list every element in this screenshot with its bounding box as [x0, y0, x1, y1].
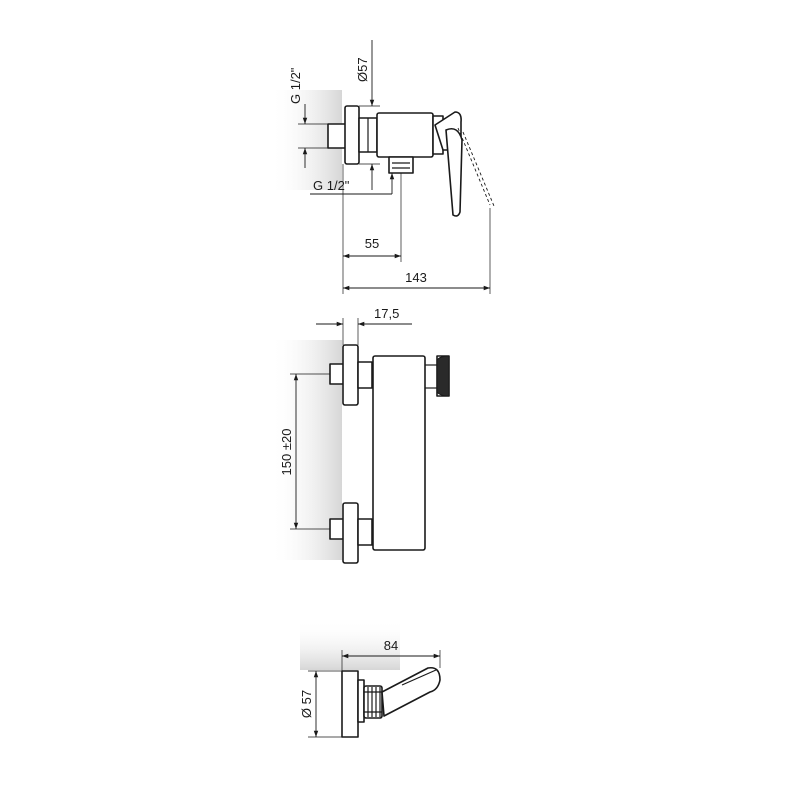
- dim-total-depth: 143: [405, 270, 427, 285]
- lever-rotation-ghost: [457, 127, 491, 206]
- dim-outlet-thread: G 1/2": [313, 178, 350, 193]
- side-flange: [341, 670, 359, 738]
- dim-side-diameter: Ø 57: [299, 690, 314, 718]
- wall-shading-side: [300, 620, 400, 670]
- lower-connector: [357, 518, 373, 546]
- dim-inlet-thread: G 1/2": [288, 67, 303, 104]
- knurled-cartridge: [363, 685, 383, 719]
- top-view: G 1/2" Ø57 G 1/2" 55 143: [270, 40, 495, 294]
- lever-handle: [445, 127, 463, 217]
- front-lever-cap: [436, 355, 450, 397]
- side-view: 84 Ø 57: [299, 620, 441, 738]
- dim-outlet-offset: 55: [365, 236, 379, 251]
- upper-flange: [342, 344, 359, 406]
- inlet-nipple: [327, 123, 347, 149]
- wall-flange: [344, 105, 360, 165]
- dim-flange-depth: 17,5: [374, 306, 399, 321]
- dim-center-distance: 150 ±20: [279, 429, 294, 476]
- mixer-body: [376, 112, 434, 158]
- outlet-nipple: [388, 156, 414, 174]
- knurl-lines: [364, 687, 382, 717]
- side-body: [357, 679, 365, 723]
- upper-connector: [357, 361, 373, 389]
- dim-diameter: Ø57: [355, 57, 370, 82]
- front-view: 17,5 150 ±20: [270, 306, 450, 564]
- front-mixer-body: [372, 355, 426, 551]
- lower-flange: [342, 502, 359, 564]
- dim-side-length: 84: [384, 638, 398, 653]
- side-lever: [381, 666, 441, 717]
